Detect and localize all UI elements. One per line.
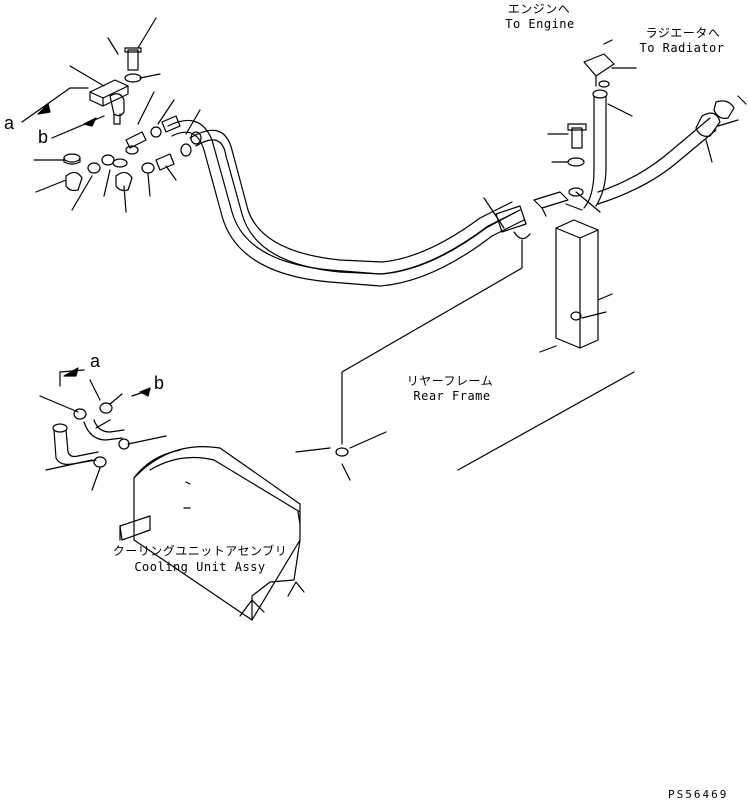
rear-frame-post [295, 219, 635, 481]
cooling-unit-assy [39, 367, 305, 621]
engine-radiator-hoses [533, 39, 747, 217]
drawing-code: PS56469 [668, 788, 729, 801]
ref-letter-b-upper: b [38, 127, 49, 147]
rear-frame-label-en: Rear Frame [413, 389, 491, 403]
to-radiator-label-jp: ラジエータへ [645, 26, 721, 40]
ref-letter-b-lower: b [154, 373, 165, 393]
to-radiator-label-en: To Radiator [639, 41, 725, 55]
rear-frame-label-jp: リヤーフレーム [406, 374, 494, 388]
ref-letter-a-lower: a [90, 351, 101, 371]
cooling-unit-label-jp: クーリングユニットアセンブリ [112, 544, 288, 558]
to-engine-label-en: To Engine [505, 17, 575, 31]
upper-fitting-group [21, 17, 202, 213]
hose-routing [167, 119, 531, 445]
to-engine-label-jp: エンジンへ [507, 2, 571, 16]
cooling-unit-label-en: Cooling Unit Assy [134, 560, 266, 574]
ref-letter-a-upper: a [4, 113, 15, 133]
